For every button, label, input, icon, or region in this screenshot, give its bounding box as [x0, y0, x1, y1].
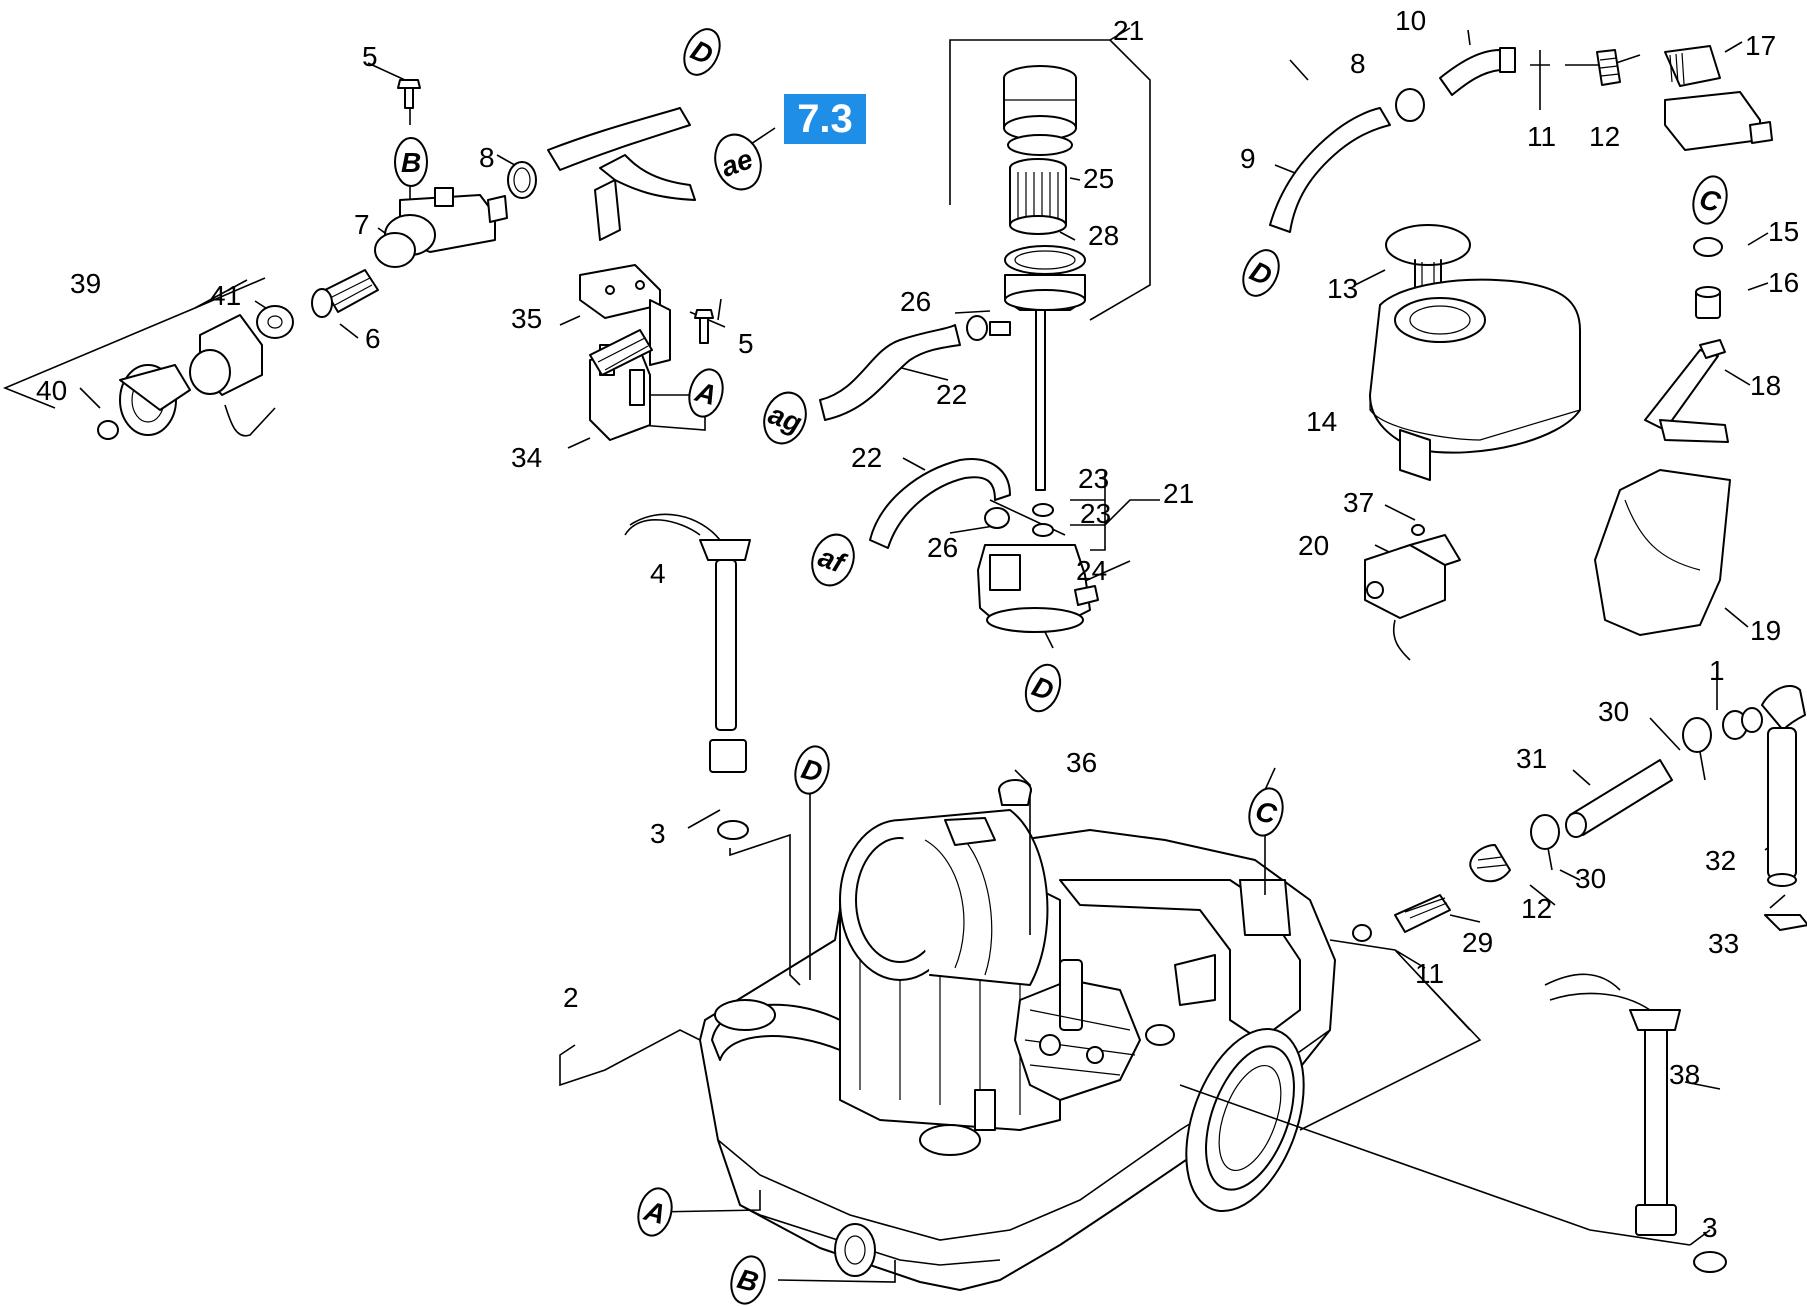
callout-22: 22	[936, 379, 967, 410]
callout-4: 4	[650, 558, 666, 589]
callout-32: 32	[1705, 845, 1736, 876]
callout-39: 39	[70, 268, 101, 299]
callout-23: 23	[1078, 463, 1109, 494]
callout-11: 11	[1415, 958, 1444, 989]
connector-ag: ag	[763, 391, 807, 445]
callout-24: 24	[1076, 555, 1107, 586]
callout-numbers: 1 2 3 3 4 5 5 6 7 8 8 9 10 11 11 12 12 1…	[36, 5, 1799, 1243]
callout-2: 2	[563, 982, 579, 1013]
callout-23: 23	[1080, 498, 1111, 529]
callout-16: 16	[1768, 267, 1799, 298]
callout-14: 14	[1306, 406, 1337, 437]
connector-labels: D B ae A ag af D D	[394, 28, 1728, 1305]
callout-30: 30	[1598, 696, 1629, 727]
callout-29: 29	[1462, 927, 1493, 958]
callout-21: 21	[1163, 478, 1194, 509]
callout-34: 34	[511, 442, 542, 473]
callout-21: 21	[1113, 15, 1144, 46]
callout-7: 7	[354, 209, 370, 240]
callout-12: 12	[1521, 893, 1552, 924]
callout-19: 19	[1750, 615, 1781, 646]
callout-17: 17	[1745, 30, 1776, 61]
callout-26: 26	[900, 286, 931, 317]
callout-25: 25	[1083, 163, 1114, 194]
base-housing	[699, 809, 1336, 1291]
svg-text:B: B	[401, 147, 421, 178]
connector-b: B	[730, 1255, 766, 1305]
callout-5: 5	[362, 41, 378, 72]
callout-5: 5	[738, 328, 754, 359]
callout-9: 9	[1240, 143, 1256, 174]
connector-ae: ae	[714, 133, 762, 191]
connector-c: C	[1248, 787, 1284, 837]
connector-a: A	[688, 368, 724, 418]
callout-6: 6	[365, 323, 381, 354]
callout-36: 36	[1066, 747, 1097, 778]
bracket-group	[579, 154, 714, 441]
callout-37: 37	[1343, 487, 1374, 518]
callout-41: 41	[210, 280, 241, 311]
connector-a: A	[637, 1187, 673, 1237]
callout-12: 12	[1589, 121, 1620, 152]
callout-11: 11	[1527, 121, 1556, 152]
reference-badge[interactable]: 7.3	[784, 94, 866, 144]
connector-c: C	[1692, 175, 1728, 225]
callout-15: 15	[1768, 216, 1799, 247]
callout-13: 13	[1327, 273, 1358, 304]
callout-1: 1	[1709, 655, 1725, 686]
callout-33: 33	[1708, 928, 1739, 959]
connector-d: D	[683, 28, 721, 76]
callout-18: 18	[1750, 370, 1781, 401]
detergent-filter-group	[819, 65, 1099, 633]
callout-35: 35	[511, 303, 542, 334]
callout-40: 40	[36, 375, 67, 406]
callout-31: 31	[1516, 743, 1547, 774]
water-inlet-group	[97, 79, 691, 440]
lance-4-group	[624, 513, 1032, 840]
connector-d: D	[1242, 249, 1280, 297]
callout-8: 8	[479, 142, 495, 173]
tank-group	[1269, 45, 1773, 661]
callout-3: 3	[650, 818, 666, 849]
callout-30: 30	[1575, 863, 1606, 894]
callout-22: 22	[851, 442, 882, 473]
connector-d: D	[794, 745, 830, 795]
callout-8: 8	[1350, 48, 1366, 79]
connector-b: B	[394, 137, 428, 187]
callout-20: 20	[1298, 530, 1329, 561]
outlet-group	[1352, 685, 1807, 1273]
connector-af: af	[811, 533, 855, 587]
callout-26: 26	[927, 532, 958, 563]
callout-28: 28	[1088, 220, 1119, 251]
callout-3: 3	[1702, 1212, 1718, 1243]
callout-10: 10	[1395, 5, 1426, 36]
callout-38: 38	[1669, 1059, 1700, 1090]
connector-d: D	[1024, 663, 1062, 713]
